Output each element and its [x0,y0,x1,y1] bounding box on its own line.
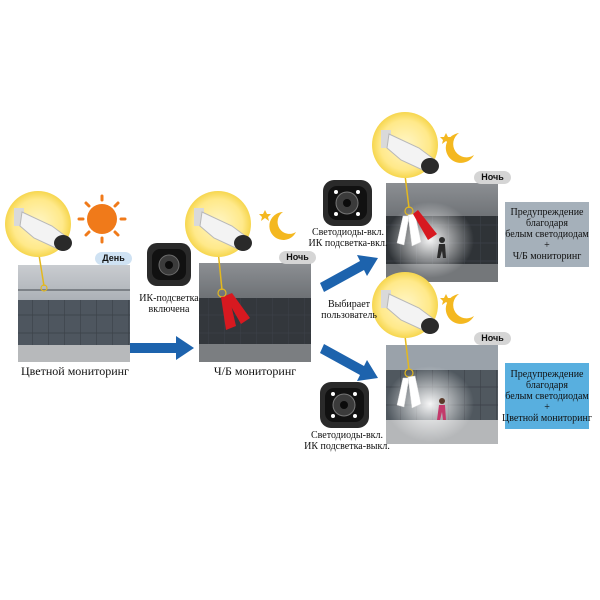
bottom-night-badge: Ночь [481,333,504,343]
bottom-box-line: Предупреждение [510,368,584,380]
bottom-led-line2: ИК подсветка-выкл. [304,441,390,452]
bottom-box-line: + [544,401,550,413]
moon-icon-bottom [440,294,474,324]
ir-note: ИК-подсветка включена [130,293,208,315]
day-badge: День [102,253,125,263]
led-camera-bottom [320,382,369,428]
ir-beam-right [225,293,250,324]
arrow-day-to-night [130,336,194,360]
top-led-note: Светодиоды-вкл. ИК подсветка-вкл. [305,227,391,249]
user-select-line2: пользователь [321,310,377,321]
top-info-box: Предупреждение благодаря белым светодиод… [505,202,589,267]
day-camera [5,191,72,292]
night-badge-shape [279,251,316,264]
top-box-line: Предупреждение [510,207,584,218]
bottom-info-box: Предупреждение благодаря белым светодиод… [502,363,592,429]
led-camera-top [323,180,372,226]
day-caption: Цветной мониторинг [21,364,129,378]
top-box-line: + [544,240,550,251]
user-select-note: Выбирает пользователь [318,299,380,321]
bottom-box-line: белым светодиодам [505,390,589,402]
top-option-camera [372,112,439,247]
person-icon-color [437,398,446,420]
day-scene [18,252,132,362]
user-select-line1: Выбирает [327,299,371,310]
moon-icon-top [440,133,474,163]
person-icon [437,237,446,258]
bottom-info-box-shape [505,363,589,429]
ir-note-line2: включена [148,304,190,315]
night-caption: Ч/Б мониторинг [213,364,297,378]
bottom-box-line: Цветной мониторинг [502,412,592,424]
bottom-led-note: Светодиоды-вкл. ИК подсветка-выкл. [302,430,392,452]
ir-camera [147,243,191,286]
ir-note-line1: ИК-подсветка [139,293,199,304]
top-box-line: благодаря [526,218,568,229]
moon-icon [259,210,296,240]
sun-icon [77,194,127,244]
night-camera [185,191,252,330]
bottom-night-badge-shape [474,332,511,345]
bottom-led-line1: Светодиоды-вкл. [310,430,384,441]
arrow-to-top-option [320,255,378,292]
arrow-to-bottom-option [320,344,378,381]
top-night-badge: Ночь [481,172,504,182]
top-led-line2: ИК подсветка-вкл. [308,238,388,249]
night-badge: Ночь [286,252,309,262]
bottom-box-line: благодаря [526,379,568,391]
bottom-option-camera [372,272,439,409]
ir-beam-left [221,296,236,330]
day-badge-shape [95,252,132,265]
top-led-line1: Светодиоды-вкл. [311,227,385,238]
top-box-line: белым светодиодам [505,229,589,240]
night-scene [199,251,316,362]
top-night-badge-shape [474,171,511,184]
top-info-box-shape [505,202,589,267]
top-box-line: Ч/Б мониторинг [512,251,582,262]
